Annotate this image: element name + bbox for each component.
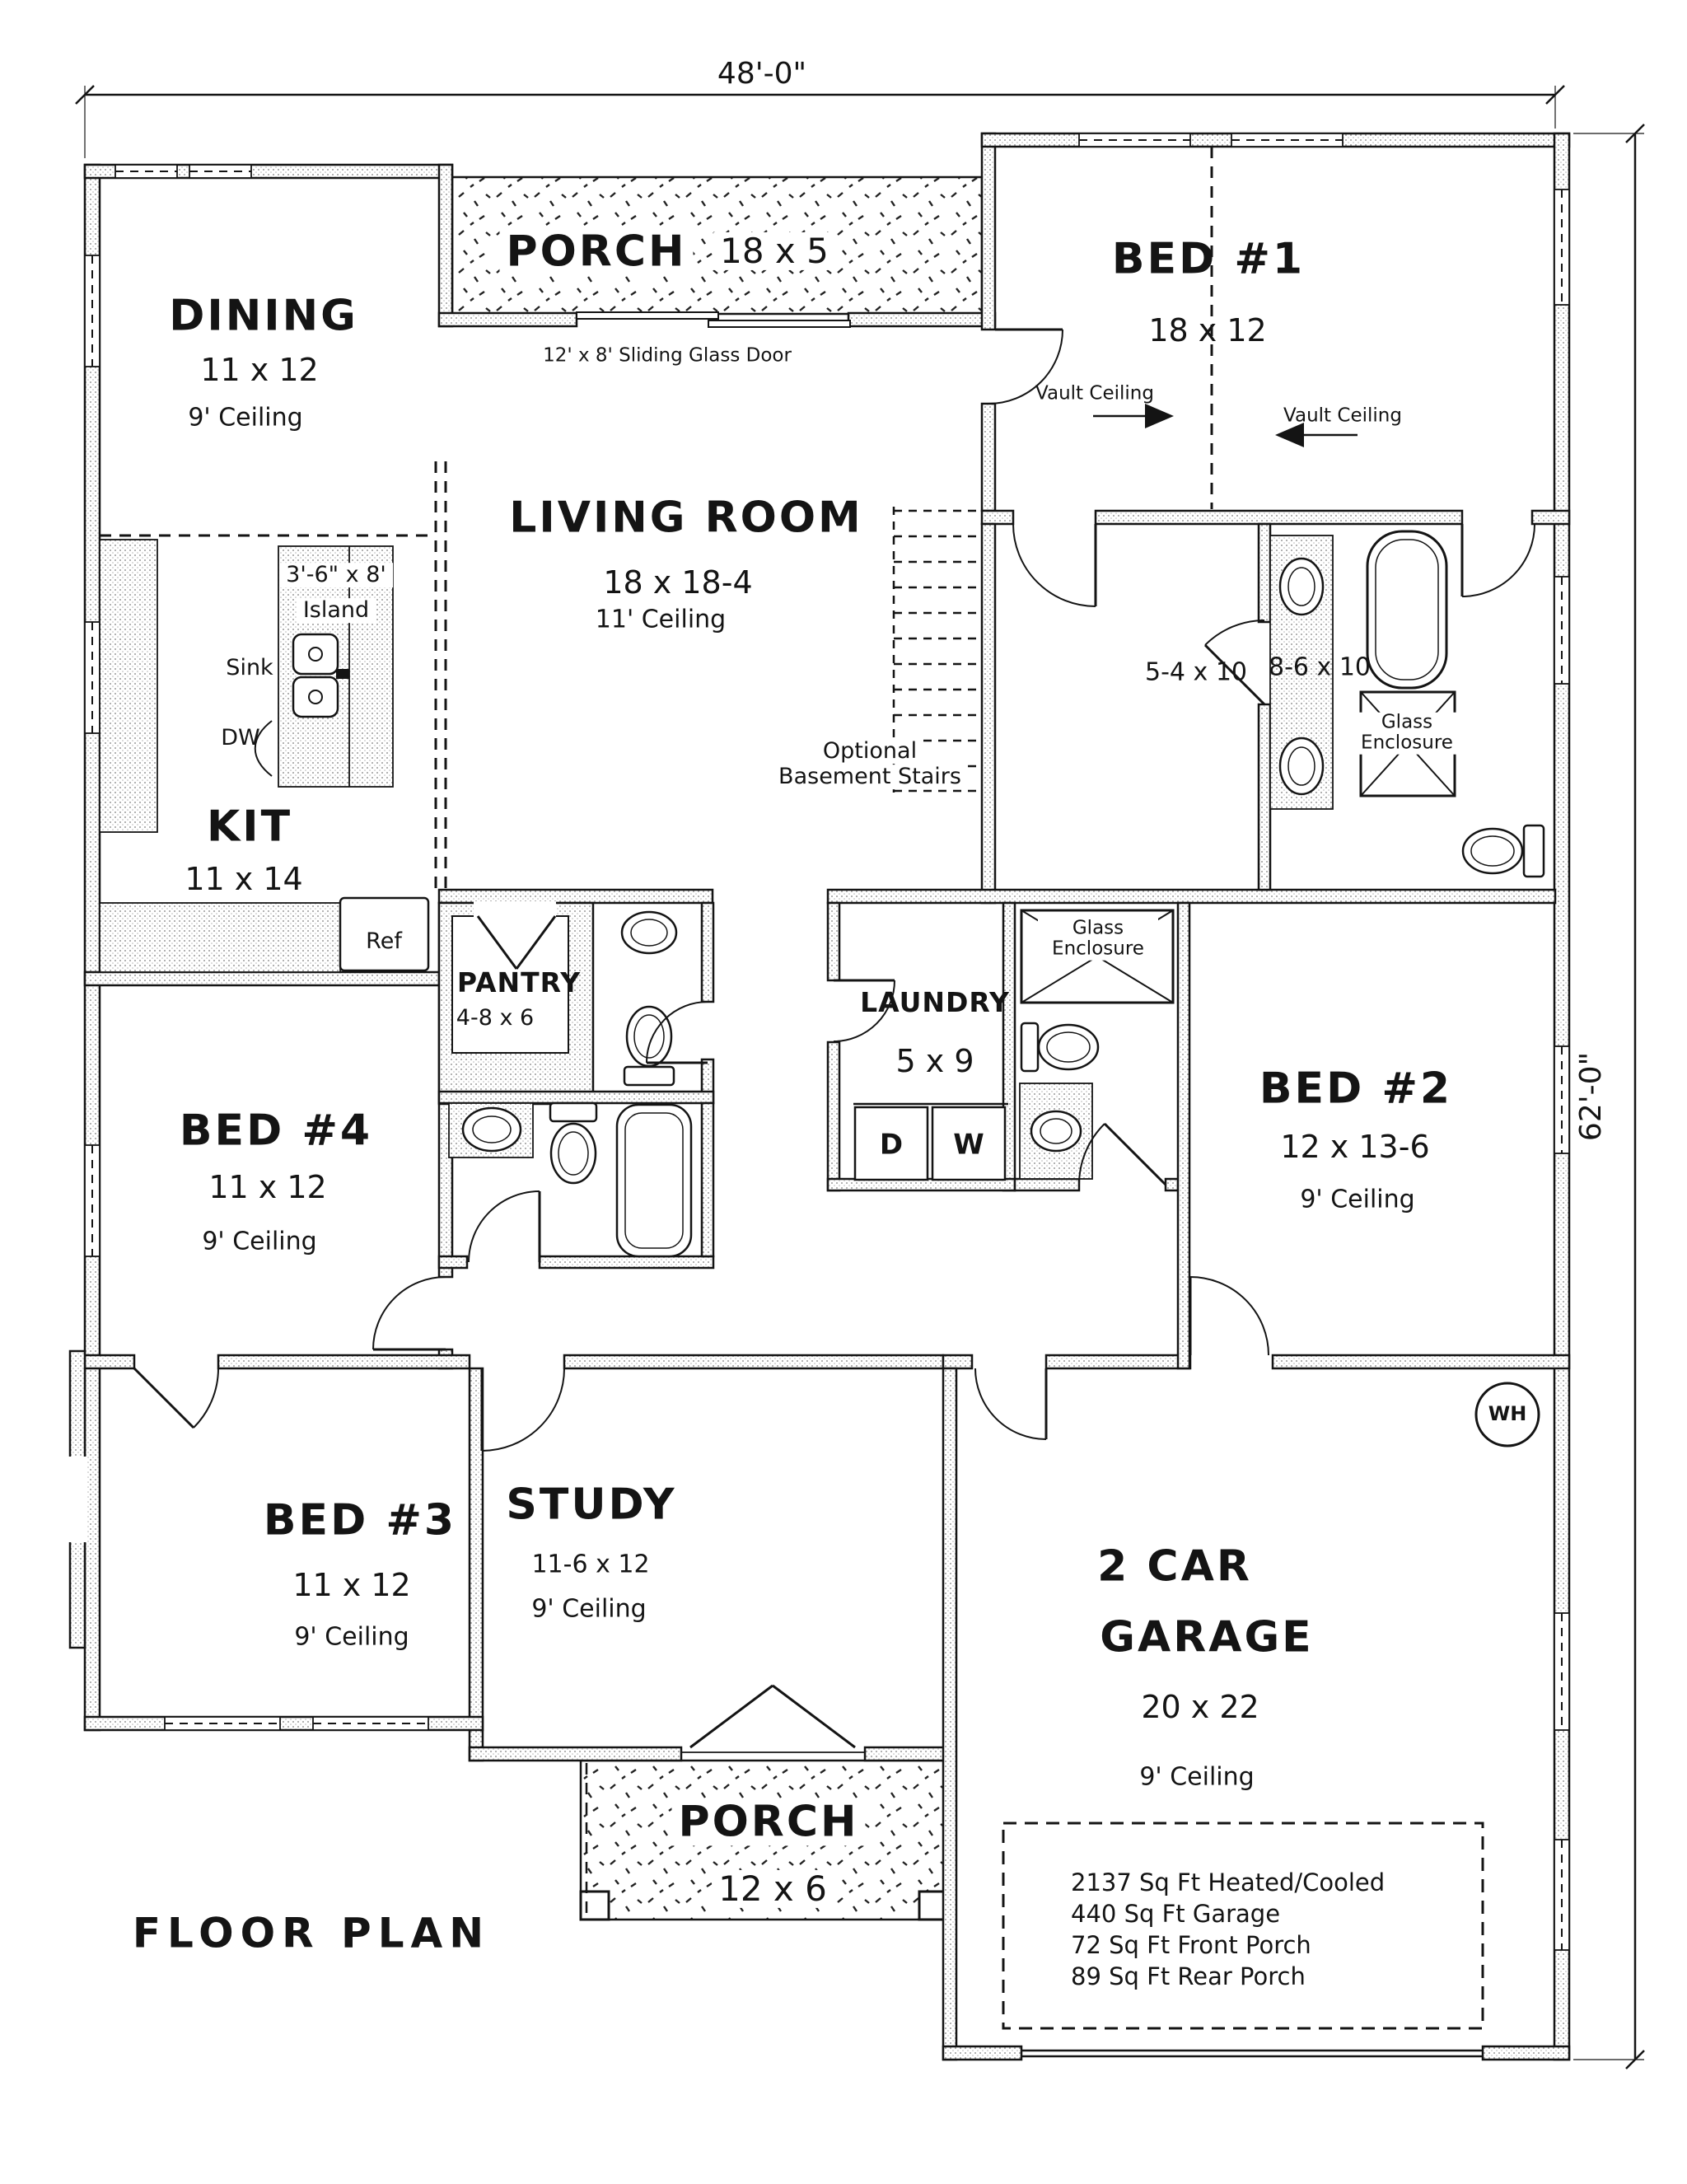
refrigerator-label: Ref (366, 928, 402, 955)
room-label-laundry-name: LAUNDRY (860, 985, 1010, 1018)
sqft-rear-porch-label: 89 Sq Ft Rear Porch (1071, 1962, 1306, 1990)
room-label-kitchen-size: 11 x 14 (185, 861, 303, 898)
bath2-glass-label: Glass Enclosure (1038, 918, 1158, 961)
room-label-bed3-name: BED #3 (263, 1495, 457, 1546)
room-label-study-name: STUDY (506, 1480, 677, 1530)
powder-bath-fixtures (620, 910, 678, 1087)
sink-icon (1278, 737, 1325, 796)
entry-notch (68, 1457, 86, 1542)
vault-arrows (1093, 404, 1358, 447)
room-label-rear-porch-size: 18 x 5 (713, 231, 835, 271)
master-bath-size-label: 8-6 x 10 (1269, 652, 1371, 682)
kitchen-sink-icon (292, 633, 349, 718)
sink-icon (1030, 1110, 1082, 1153)
room-label-bed1-name: BED #1 (1111, 234, 1306, 284)
sink-label: Sink (226, 655, 273, 681)
width-dimension-label: 48'-0" (717, 57, 807, 91)
island-label: Island (296, 598, 376, 623)
room-label-pantry-size: 4-8 x 6 (456, 1005, 535, 1031)
sqft-box (1002, 1822, 1484, 2030)
dryer-icon (853, 1106, 929, 1181)
stairs-label-line2: Basement Stairs (772, 765, 968, 789)
island-dimension-label: 3'-6" x 8' (279, 563, 393, 587)
room-label-bed3-size: 11 x 12 (292, 1567, 411, 1604)
room-label-study-size: 11-6 x 12 (531, 1550, 650, 1579)
bathtub-icon (615, 1103, 693, 1258)
room-label-bed2-name: BED #2 (1259, 1064, 1453, 1114)
room-label-bed2-size: 12 x 13-6 (1280, 1129, 1430, 1166)
washer-label: W (953, 1128, 984, 1162)
sqft-heated-label: 2137 Sq Ft Heated/Cooled (1071, 1868, 1386, 1896)
room-label-bed3-ceiling: 9' Ceiling (294, 1622, 409, 1652)
room-label-rear-porch-name: PORCH (499, 228, 694, 276)
water-heater-label: WH (1488, 1401, 1527, 1425)
room-label-laundry-size: 5 x 9 (895, 1043, 974, 1080)
sink-icon (461, 1106, 522, 1153)
room-label-dining-ceiling: 9' Ceiling (188, 403, 303, 433)
room-label-garage-name-line1: 2 CAR (1097, 1541, 1252, 1592)
room-label-study-ceiling: 9' Ceiling (531, 1594, 647, 1624)
room-label-pantry-name: PANTRY (456, 966, 582, 998)
hall-bath-fixtures (448, 1101, 693, 1258)
room-label-garage-name-line2: GARAGE (1100, 1612, 1314, 1663)
sqft-front-porch-label: 72 Sq Ft Front Porch (1071, 1931, 1311, 1959)
room-label-front-porch-size: 12 x 6 (712, 1869, 834, 1909)
room-label-living-size: 18 x 18-4 (603, 564, 753, 601)
height-dimension-label: 62'-0" (1574, 1051, 1609, 1142)
room-label-bed1-size: 18 x 12 (1148, 312, 1267, 349)
kitchen-fixtures (99, 539, 430, 973)
water-heater-icon (1474, 1382, 1540, 1447)
room-label-living-name: LIVING ROOM (509, 493, 863, 543)
master-closet-size-label: 5-4 x 10 (1145, 657, 1247, 687)
dimension-lines (75, 85, 1645, 2069)
room-label-living-ceiling: 11' Ceiling (595, 605, 727, 634)
sink-icon (1278, 557, 1325, 616)
sliding-glass-door (576, 311, 851, 328)
vault-ceiling-left-label: Vault Ceiling (1035, 382, 1154, 405)
windows (84, 133, 1570, 1951)
room-label-garage-ceiling: 9' Ceiling (1139, 1762, 1255, 1792)
washer-icon (931, 1106, 1007, 1181)
page-title: FLOOR PLAN (132, 1909, 491, 1957)
laundry-appliances (853, 1102, 1008, 1181)
room-label-dining-size: 11 x 12 (200, 352, 319, 389)
garage-door (1021, 2049, 1483, 2058)
dashed-lines (100, 147, 1484, 2030)
doors (133, 328, 1535, 1753)
dishwasher-icon (254, 720, 273, 777)
room-label-bed4-name: BED #4 (179, 1106, 373, 1156)
room-label-bed2-ceiling: 9' Ceiling (1300, 1185, 1415, 1214)
sqft-garage-label: 440 Sq Ft Garage (1071, 1900, 1281, 1928)
stairs-label-line1: Optional (815, 739, 924, 764)
toilet-icon (1037, 1023, 1100, 1071)
room-label-dining-name: DINING (169, 291, 358, 341)
room-label-front-porch-name: PORCH (671, 1798, 866, 1846)
room-label-garage-size: 20 x 22 (1141, 1689, 1259, 1726)
pantry-opening (474, 901, 556, 918)
dishwasher-label: DW (221, 725, 260, 751)
room-label-bed4-ceiling: 9' Ceiling (202, 1227, 317, 1256)
dryer-label: D (879, 1128, 904, 1162)
sliding-door-label: 12' x 8' Sliding Glass Door (543, 344, 792, 367)
room-label-kitchen-name: KIT (206, 802, 293, 852)
vault-ceiling-right-label: Vault Ceiling (1283, 405, 1402, 427)
toilet-icon (549, 1122, 597, 1185)
toilet-icon (1461, 827, 1524, 875)
master-bath-glass-label: Glass Enclosure (1349, 712, 1465, 755)
refrigerator-icon (339, 896, 430, 972)
room-label-bed4-size: 11 x 12 (208, 1169, 327, 1206)
bathtub-icon (1366, 530, 1448, 690)
pantry-interior (451, 915, 569, 1054)
